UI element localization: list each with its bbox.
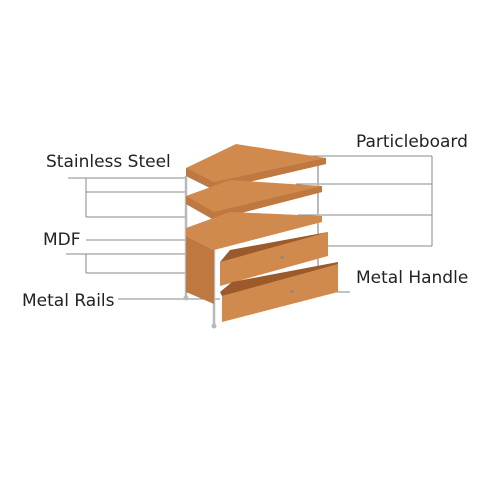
top-drawer-handle [279, 256, 285, 259]
label-stainless-steel: Stainless Steel [46, 152, 171, 172]
top-shelf [186, 144, 326, 190]
cabinet-side [186, 236, 214, 304]
label-metal-rails: Metal Rails [22, 291, 115, 311]
shelf-unit [183, 144, 338, 329]
bottom-drawer-inner [220, 262, 338, 296]
label-mdf: MDF [43, 230, 81, 250]
bottom-drawer-handle [289, 290, 295, 293]
second-shelf [186, 180, 322, 220]
third-shelf [186, 212, 322, 250]
top-drawer-front [220, 232, 328, 286]
label-particleboard: Particleboard [356, 132, 468, 152]
foot-left [183, 295, 189, 301]
foot-mid [211, 323, 217, 329]
label-metal-handle: Metal Handle [356, 268, 469, 288]
second-shelf-edge [186, 186, 322, 220]
bottom-drawer-front [222, 264, 338, 322]
top-shelf-edge [186, 158, 326, 190]
